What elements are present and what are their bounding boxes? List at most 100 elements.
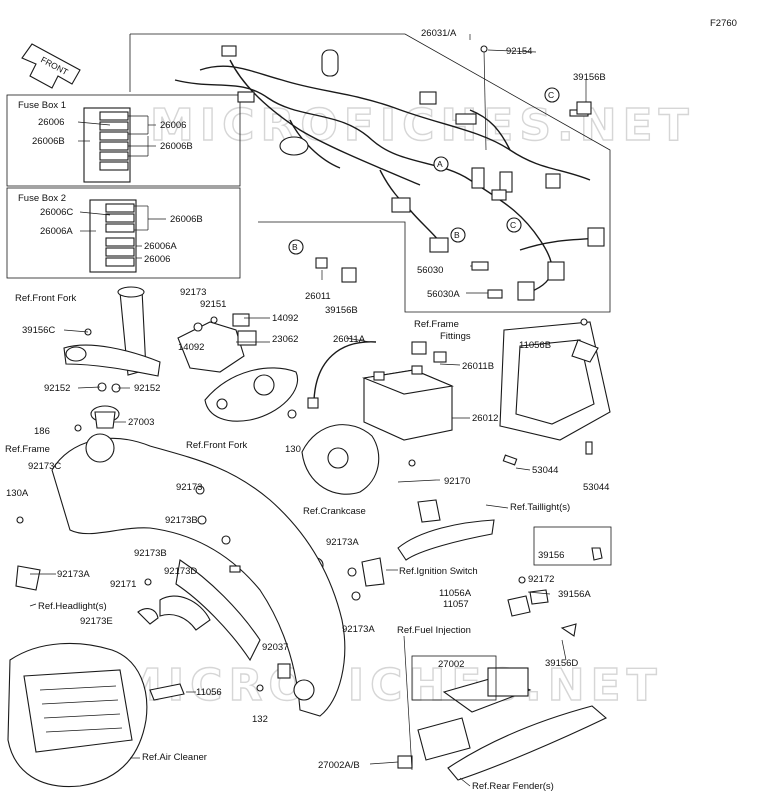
cap-26011 [315,257,328,269]
label-92151: 92151 [200,299,226,310]
crankcase-sensor [287,409,380,495]
label-56030: 56030 [417,265,443,276]
label-14092-b: 14092 [178,342,204,353]
fuse-box-2: Fuse Box 2 26006C 26006A 26006B 26006A 2… [6,187,241,279]
label-132: 132 [252,714,268,725]
label-130a: 130A [6,488,29,499]
front-fork-stem [63,286,161,432]
label-92171: 92171 [110,579,136,590]
pad-56030 [471,261,489,271]
fuse-box-2-left-label-2: 26006A [40,226,73,237]
label-92173: 92173 [180,287,206,298]
harness-frame-top [130,33,611,240]
label-92173b: 92173B [134,548,167,559]
ignition-bracket [361,557,385,587]
label-186: 186 [34,426,50,437]
label-23062: 23062 [272,334,298,345]
label-11056a: 11056A [439,588,472,599]
fuse-box-2-right-label-3: 26006 [144,254,170,265]
fuse-box-2-title: Fuse Box 2 [18,193,66,204]
label-39156b-mid: 39156B [325,305,358,316]
fuse-box-1-title: Fuse Box 1 [18,100,66,111]
clamp-92173 [195,485,205,495]
label-92173a-b: 92173A [326,537,359,548]
battery-tray-11056b [499,318,611,466]
clamp-92171 [144,578,152,586]
fuse-box-1-right-label-2: 26006B [160,141,193,152]
label-56030a: 56030A [427,289,460,300]
label-92173-b: 92173 [176,482,202,493]
label-27002ab: 27002A/B [318,760,360,771]
label-11057: 11057 [443,599,469,610]
callout-b-small: B [288,239,304,255]
grommet-92037 [277,663,291,679]
clamp-92173a-lower [351,591,361,601]
label-26011a: 26011A [333,334,366,345]
fuse-box-1-right-label-1: 26006 [160,120,186,131]
label-92172: 92172 [528,574,554,585]
label-39156c: 39156C [22,325,55,336]
label-39156: 39156 [538,550,564,561]
harness-frame-bottom [258,221,611,313]
fuse-box-1-left-label-1: 26006 [38,117,64,128]
label-92173c: 92173C [28,461,61,472]
label-26012: 26012 [472,413,498,424]
fuse-box-2-left-label-1: 26006C [40,207,73,218]
label-39156a: 39156A [558,589,591,600]
label-ref-fuel-injection: Ref.Fuel Injection [397,625,471,636]
clamp-92173d [229,565,241,573]
svg-text:B: B [292,242,298,252]
diagram-code: F2760 [710,18,737,29]
callout-c-top: C [544,87,560,103]
label-26011: 26011 [305,291,331,302]
clamp-92173b [221,535,231,545]
label-11056: 11056 [196,687,222,698]
label-ref-headlight: Ref.Headlight(s) [38,601,107,612]
label-27002: 27002 [438,659,464,670]
ignition-switch-assembly [177,313,299,422]
label-ref-taillight: Ref.Taillight(s) [510,502,570,513]
bolt-130a [16,516,24,524]
label-92152-a: 92152 [44,383,70,394]
label-ref-front-fork-1: Ref.Front Fork [15,293,76,304]
svg-text:C: C [510,220,516,230]
clamp-92173a-ign [347,567,357,577]
label-14092-a: 14092 [272,313,298,324]
year-note-box: 39156 [533,526,612,566]
rear-fender-ecu-area [397,576,607,781]
cap-39156b-mid [341,267,357,283]
label-92154: 92154 [506,46,532,57]
label-92037: 92037 [262,642,288,653]
label-92173d: 92173D [164,566,197,577]
label-39156b-top: 39156B [573,72,606,83]
bolt-92154 [480,45,488,53]
pad-56030a [487,289,503,299]
label-92173e: 92173E [80,616,113,627]
label-ref-frame-fittings-2: Fittings [440,331,471,342]
svg-text:B: B [454,230,460,240]
label-ref-frame-fittings-1: Ref.Frame [414,319,459,330]
label-92152-b: 92152 [134,383,160,394]
label-39156d: 39156D [545,658,578,669]
svg-text:A: A [437,159,443,169]
svg-text:C: C [548,90,554,100]
air-cleaner [7,642,185,788]
battery-26012 [307,341,454,441]
cap-39156b [576,101,592,115]
fuse-box-1: Fuse Box 1 26006 26006B 26006 26006B [6,94,241,187]
front-arrow-icon: FRONT [21,43,81,89]
label-ref-crankcase: Ref.Crankcase [303,506,366,517]
label-ref-rear-fender: Ref.Rear Fender(s) [472,781,554,792]
bolt-132 [256,684,264,692]
label-53044-b: 53044 [583,482,609,493]
watermark-top: MICROFICHES.NET [150,100,695,151]
callout-b: B [450,227,466,243]
callout-c-mid: C [506,217,522,233]
main-wiring-harness [174,45,605,301]
label-130: 130 [285,444,301,455]
label-53044-a: 53044 [532,465,558,476]
fuse-box-2-right-label-1: 26006B [170,214,203,225]
watermark-bottom: MICROFICHES.NET [118,660,663,711]
fuse-box-1-left-label-2: 26006B [32,136,65,147]
